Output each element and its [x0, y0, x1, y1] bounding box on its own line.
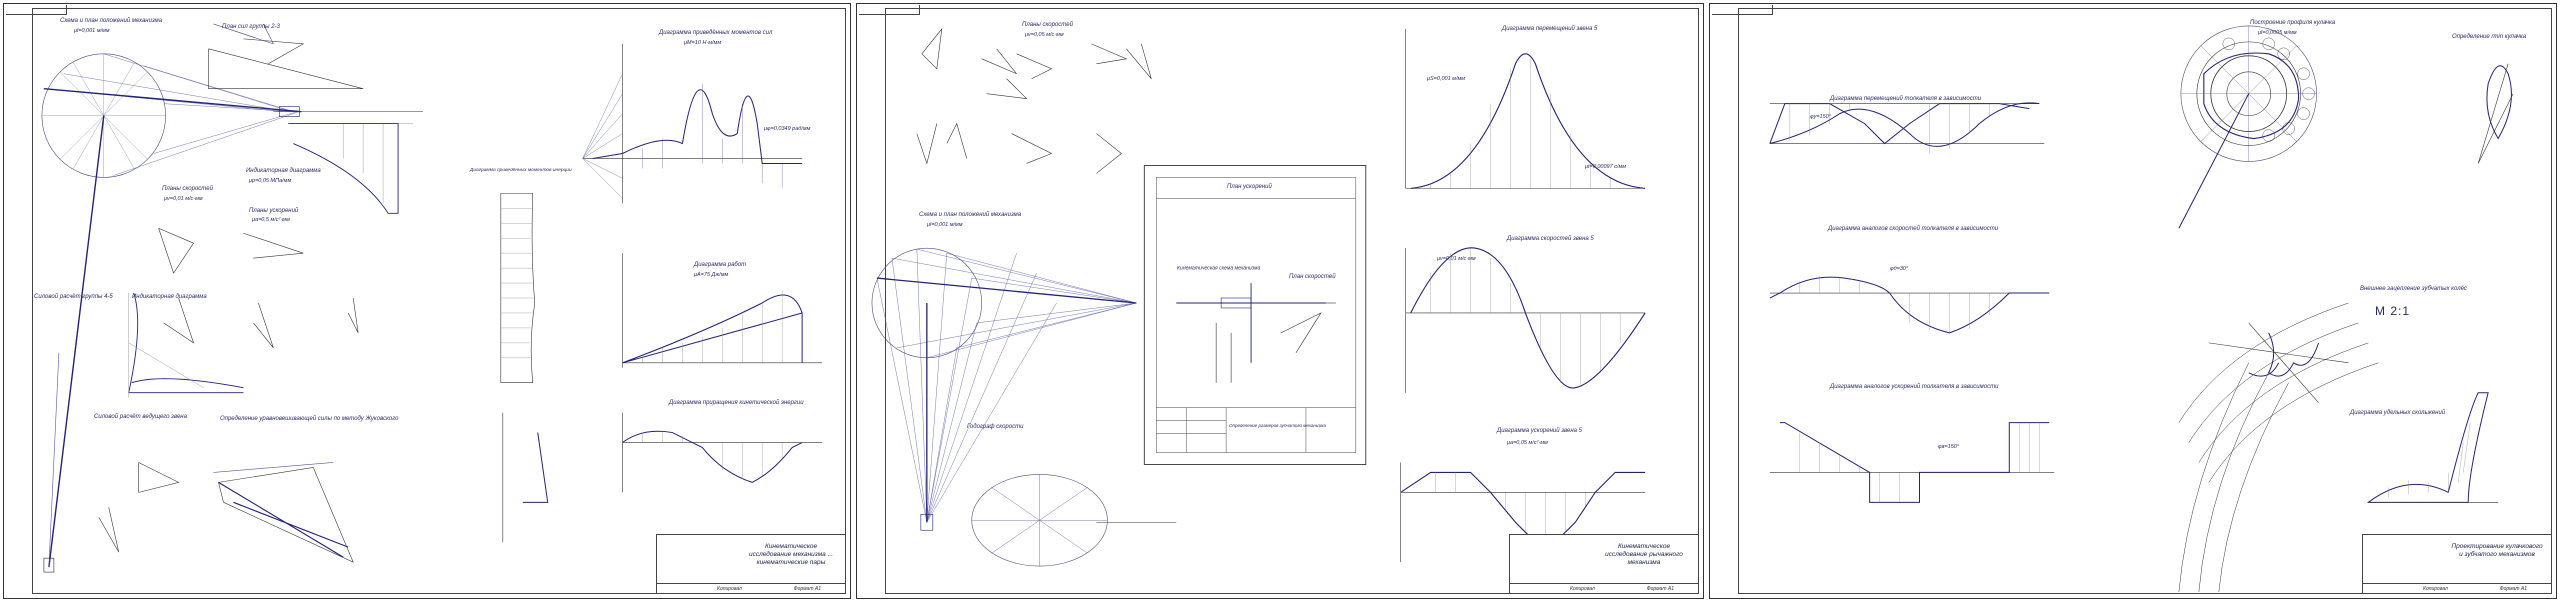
displacement-title: Диаграмма перемещений толкателя в зависи…: [1830, 96, 1982, 102]
scheme-scale: μl=0,001 м/мм: [927, 222, 963, 228]
speed-title: Диаграмма аналогов скоростей толкателя в…: [1828, 226, 1999, 232]
acc-plans-title: Планы ускорений: [249, 208, 299, 214]
drawing-sheet-3: Построение профиля кулачка μl=0,0005 м/м…: [1709, 3, 2557, 599]
phi-v-label: φв=150°: [1938, 444, 1960, 450]
drawing-sheet-1: Схема и план положений механизма μl=0,00…: [3, 3, 851, 599]
title-block-footer: Копировал Формат A1: [2363, 583, 2551, 593]
lead-link-title: Силовой расчёт ведущего звена: [94, 414, 187, 420]
force-plan-title: План сил группы 2-3: [222, 24, 280, 30]
title-block-footer: Копировал Формат A1: [657, 583, 845, 593]
accel-scale: μa=0,05 м/с²·мм: [1507, 440, 1548, 446]
velocity-plans-title: Планы скоростей: [1022, 22, 1073, 28]
sheet-frame: [885, 8, 1699, 594]
sheet-3-drawing: [1769, 25, 2514, 593]
speed-title: Диаграмма скоростей звена 5: [1507, 236, 1594, 242]
drawing-sheet-2: Планы скоростей μv=0,05 м/с·мм Схема и п…: [856, 3, 1704, 599]
indicator-lower-title: Индикаторная диаграмма: [132, 294, 207, 300]
title-block-title: Проектирование кулачкового и зубчатого м…: [2451, 543, 2543, 558]
time-scale: μt=0,00097 с/мм: [1585, 164, 1626, 170]
moment-scale: μM=10 Н·м/мм: [684, 40, 722, 46]
group45-title: Силовой расчёт группы 4-5: [34, 294, 113, 300]
sheet-1-drawing: [41, 23, 823, 593]
energy-title: Диаграмма приращения кинетической энерги…: [669, 400, 804, 406]
ellipse-title: Годограф скорости: [967, 424, 1024, 430]
phi-d-label: φд=30°: [1890, 266, 1909, 272]
displacement-scale: μS=0,001 м/мм: [1427, 76, 1466, 82]
cam-profile-title: Построение профиля кулачка: [2250, 20, 2336, 26]
inertia-title: Диаграмма приведённых моментов инерции: [470, 168, 572, 173]
sheet-frame: [1738, 8, 2552, 594]
acc-scale: μa=0,5 м/с²·мм: [252, 217, 290, 223]
format-label: Формат A1: [793, 586, 821, 592]
title-block: Проектирование кулачкового и зубчатого м…: [2362, 534, 2552, 594]
min-radius-title: Определение rmin кулачка: [2452, 34, 2527, 40]
corner-stamp: [859, 5, 920, 15]
lever-title: Определение уравновешивающей силы по мет…: [220, 416, 399, 422]
copied-label: Копировал: [2423, 586, 2448, 592]
inset-title: План ускорений: [1227, 184, 1272, 190]
speed-scale: μv=0,01 м/с·мм: [1437, 256, 1476, 262]
velocity-scale: μv=0,05 м/с·мм: [1025, 32, 1064, 38]
format-label: Формат A1: [1646, 586, 1674, 592]
title-block-title: Кинематическое исследование рычажного ме…: [1605, 543, 1683, 566]
velocity-plans-title: Планы скоростей: [162, 186, 213, 192]
phi-u-label: φy=150°: [1810, 114, 1831, 120]
format-label: Формат A1: [2499, 586, 2527, 592]
corner-stamp: [1712, 5, 1773, 15]
velocity-scale: μv=0,01 м/с·мм: [164, 196, 203, 202]
sheet-2-drawing: [871, 27, 1646, 593]
inset-vel-title: План скоростей: [1289, 274, 1336, 280]
accel-title: Диаграмма аналогов ускорений толкателя в…: [1830, 384, 1999, 390]
inset-table-title: Определение размеров зубчатого механизма: [1229, 424, 1327, 429]
title-block-title: Кинематическое исследование механизма ..…: [748, 543, 834, 566]
cam-scale: μl=0,0005 м/мм: [2258, 30, 2297, 36]
indicator-title: Индикаторная диаграмма: [246, 168, 321, 174]
work-scale: μA=75 Дж/мм: [694, 272, 729, 278]
copied-label: Копировал: [1570, 586, 1595, 592]
gear-scale: М 2:1: [2375, 304, 2411, 318]
displacement-title: Диаграмма перемещений звена 5: [1502, 26, 1598, 32]
accel-title: Диаграмма ускорений звена 5: [1497, 428, 1583, 434]
title-block-footer: Копировал Формат A1: [1510, 583, 1698, 593]
sheet-frame: [32, 8, 846, 594]
corner-stamp: [6, 5, 67, 15]
sliding-title: Диаграмма удельных скольжений: [2350, 410, 2446, 416]
title-block: Кинематическое исследование механизма ..…: [656, 534, 846, 594]
phi-scale: μφ=0,0349 рад/мм: [764, 126, 811, 132]
scheme-scale: μl=0,001 м/мм: [74, 28, 110, 34]
scheme-title: Схема и план положений механизма: [60, 18, 163, 24]
copied-label: Копировал: [717, 586, 742, 592]
indicator-scale: μp=0,05 МПа/мм: [249, 178, 292, 184]
title-block: Кинематическое исследование рычажного ме…: [1509, 534, 1699, 594]
work-title: Диаграмма работ: [694, 262, 747, 268]
gear-mesh-title: Внешнее зацепление зубчатых колёс: [2360, 286, 2467, 292]
inset-kin-title: Кинематическая схема механизма: [1177, 266, 1261, 272]
moment-title: Диаграмма приведённых моментов сил: [659, 30, 773, 36]
scheme-title: Схема и план положений механизма: [919, 212, 1022, 218]
